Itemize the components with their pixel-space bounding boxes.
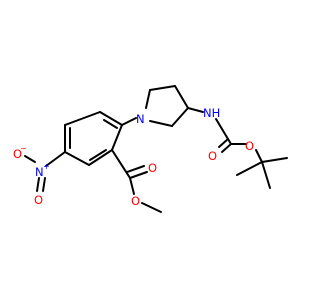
- bond-ring-nitro: [45, 151, 66, 167]
- bond-ring-3: [88, 149, 113, 166]
- nitro-o-top-label: O: [13, 147, 22, 161]
- bond-pyr-4: [171, 107, 189, 127]
- bond-ester-o-me: [141, 202, 162, 213]
- bond-ring-4: [64, 151, 90, 166]
- pyrrolidine-n-label: N: [136, 112, 145, 126]
- bond-ring-inner-2: [89, 149, 107, 161]
- bond-tbu-1: [261, 157, 288, 163]
- bond-tbu-3: [261, 161, 271, 189]
- nitro-o-top-charge: −: [20, 144, 27, 153]
- molecule-canvas: N NH O O N + O − O O O: [13, 85, 288, 213]
- bond-pyr-1: [145, 89, 151, 109]
- ester-o-single-label: O: [131, 194, 140, 208]
- bond-nitro-obot-2: [42, 177, 46, 192]
- bond-nitro-obot-1: [36, 177, 40, 192]
- nitro-n-label: N: [35, 165, 44, 179]
- bond-ester-co-1: [129, 171, 148, 179]
- bond-nitro-otop: [24, 155, 36, 163]
- bond-carbamate-co-1: [221, 143, 232, 153]
- bond-pyr-3: [174, 85, 189, 109]
- bond-ring-1: [99, 111, 123, 126]
- bond-c-nh: [187, 107, 204, 113]
- bond-ester-co-2: [126, 165, 145, 173]
- bond-tbu-2: [236, 161, 263, 176]
- bond-ring-2: [111, 124, 123, 151]
- bond-ring-inner-1: [103, 119, 118, 129]
- bond-pyr-5: [149, 120, 173, 127]
- ester-o-double-label: O: [148, 161, 157, 175]
- bond-ester-c-o: [129, 177, 135, 195]
- structure-diagram: N NH O O N + O − O O O: [13, 85, 288, 213]
- nitro-n-charge: +: [43, 162, 50, 171]
- carbamate-o-double-label: O: [208, 149, 217, 163]
- bond-ring-6: [64, 111, 101, 126]
- bond-aryl-n: [121, 117, 137, 126]
- bond-ring-ester: [111, 149, 131, 179]
- nitro-o-bottom-label: O: [34, 193, 43, 207]
- bond-pyr-2: [149, 85, 176, 91]
- carbamate-o-single-label: O: [245, 139, 254, 153]
- bond-carbamate-co-2: [218, 138, 229, 148]
- bond-nh-c: [215, 118, 232, 145]
- bond-o-tbu: [255, 149, 263, 163]
- amide-nh-label: NH: [203, 106, 220, 120]
